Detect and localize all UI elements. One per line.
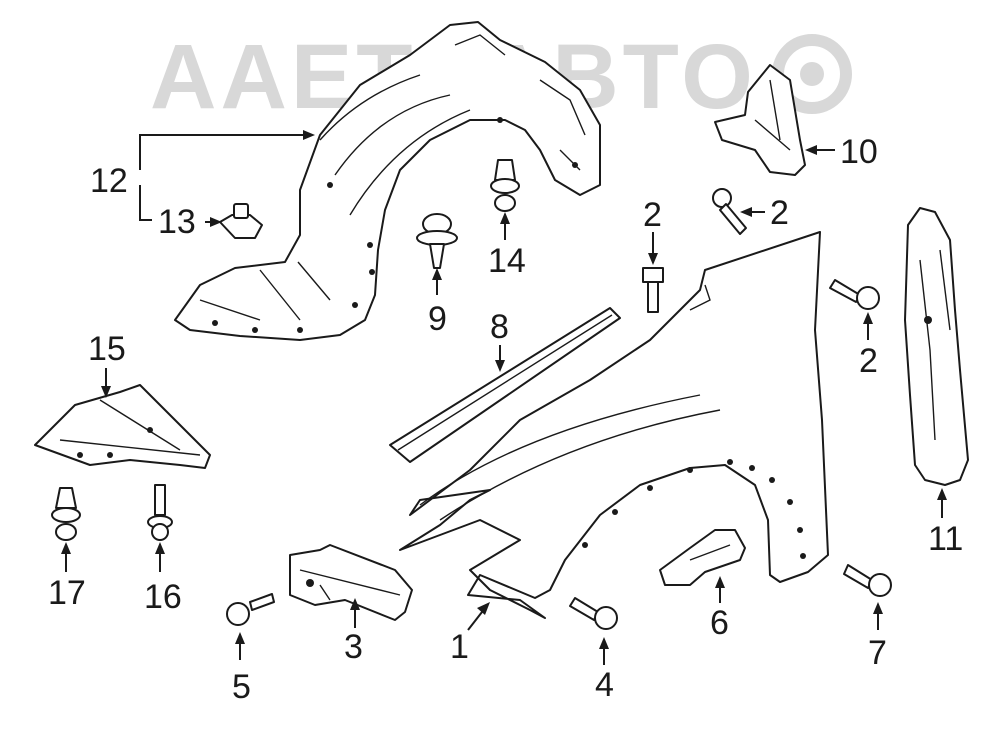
inner-fender-liner [174, 21, 601, 341]
callout-10: 10 [840, 133, 878, 171]
bracket-15 [34, 384, 211, 469]
bracket-10 [714, 64, 806, 176]
leaders [61, 130, 947, 665]
bolt-2a [642, 267, 664, 313]
callout-13: 13 [158, 203, 196, 241]
push-pin-9 [416, 213, 458, 269]
callout-17: 17 [48, 574, 86, 612]
bracket-6 [659, 529, 746, 586]
callout-7: 7 [868, 634, 887, 672]
callout-2-right: 2 [859, 342, 878, 380]
bolt-2b [712, 188, 747, 235]
callout-15: 15 [88, 330, 126, 368]
callout-9: 9 [428, 300, 447, 338]
clip-nut-13 [219, 203, 263, 239]
callout-5: 5 [232, 668, 251, 706]
callout-12: 12 [90, 162, 128, 200]
callout-3: 3 [344, 628, 363, 666]
bracket-3 [289, 544, 413, 621]
callout-11: 11 [928, 520, 963, 558]
clip-17 [51, 487, 81, 541]
callout-1: 1 [450, 628, 469, 666]
bracket-11 [904, 207, 969, 486]
callout-14: 14 [488, 242, 526, 280]
watermark-dot [800, 62, 824, 86]
seal-strip-8 [389, 307, 621, 463]
bolt-4 [569, 597, 618, 630]
bolt-16 [147, 484, 173, 541]
callout-2-top: 2 [643, 196, 662, 234]
bolt-7 [843, 564, 892, 597]
callout-8: 8 [490, 308, 509, 346]
callout-6: 6 [710, 604, 729, 642]
callout-16: 16 [144, 578, 182, 616]
callout-2-bolt: 2 [770, 194, 789, 232]
bolt-5 [226, 593, 275, 626]
clip-14 [490, 159, 520, 212]
callout-4: 4 [595, 666, 614, 704]
bolt-2c [829, 279, 880, 310]
callout-labels: 12 13 14 9 10 2 2 2 8 15 11 17 16 5 3 1 … [48, 133, 963, 706]
front-fender [399, 231, 829, 619]
